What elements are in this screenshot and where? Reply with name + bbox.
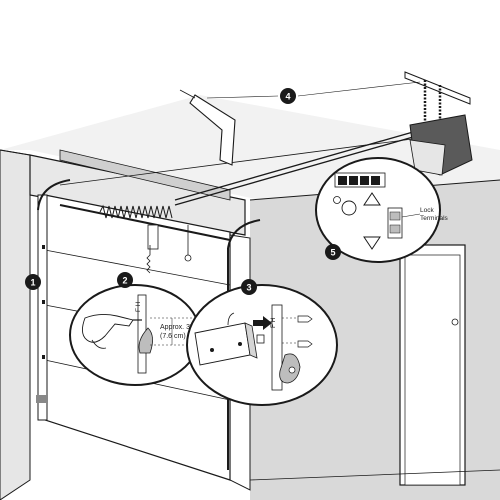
callout-4-leader [206, 95, 279, 99]
inset-control-panel: Lock Terminals [315, 157, 449, 263]
hanging-cord [146, 245, 151, 274]
lock-line2: Terminals [420, 215, 449, 222]
callout-3: 3 [241, 279, 257, 295]
approx-line1: Approx. 3" [160, 324, 193, 331]
svg-text:4: 4 [285, 92, 290, 102]
ceiling-edge [0, 149, 31, 156]
svg-text:3: 3 [246, 283, 251, 293]
door-panel-line [44, 249, 231, 286]
callout-1: 1 [25, 274, 41, 290]
svg-text:5: 5 [330, 248, 335, 258]
house-door-inner [404, 254, 461, 486]
callout-4-leader [297, 81, 421, 97]
left-door-track [37, 194, 48, 421]
spring-bracket [147, 224, 159, 250]
bracket-line [179, 89, 196, 99]
header-top-block [59, 149, 231, 201]
opener-light-cover [409, 139, 446, 176]
right-curved-track [227, 219, 261, 249]
emergency-handle [184, 254, 192, 262]
torsion-spring [99, 204, 173, 219]
approx-line2: (7.6 cm) [160, 333, 186, 340]
left-curved-track [37, 179, 71, 211]
door-knob [451, 318, 459, 326]
callout-5: 5 [325, 244, 341, 260]
callout-2: 2 [117, 272, 133, 288]
header-bracket [189, 94, 236, 166]
ceiling-mount [404, 71, 471, 105]
left-wall [0, 149, 31, 500]
svg-text:F H: F H [135, 301, 142, 312]
floor-line [249, 469, 500, 481]
inset-lock: F H [186, 284, 338, 406]
lock-line1: Lock [420, 207, 434, 214]
svg-text:1: 1 [30, 278, 35, 288]
svg-text:2: 2 [122, 276, 127, 286]
inset-drill: F H Approx. 3" (7.6 cm) [69, 284, 201, 386]
opener-rail [59, 137, 421, 186]
torsion-shaft [59, 204, 231, 241]
track-hinges [36, 245, 48, 403]
callout-4: 4 [280, 88, 296, 104]
opener-rail [174, 129, 421, 201]
opener-rail [174, 134, 421, 206]
svg-text:F H: F H [270, 317, 277, 328]
